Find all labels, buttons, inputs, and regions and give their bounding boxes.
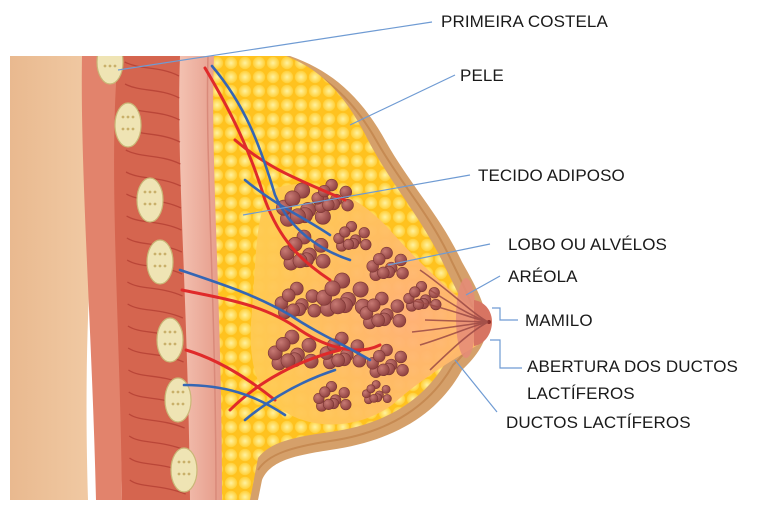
label-abertura-line2: LACTÍFEROS <box>527 384 635 404</box>
label-ductos-lactiferos: DUCTOS LACTÍFEROS <box>506 413 691 433</box>
label-areola: ARÉOLA <box>508 267 578 287</box>
leader-mamilo <box>492 308 518 320</box>
rib <box>171 448 197 492</box>
rib <box>147 240 173 284</box>
label-lobo-ou-alvelos: LOBO OU ALVÉLOS <box>508 235 667 255</box>
rib <box>157 318 183 362</box>
label-tecido-adiposo: TECIDO ADIPOSO <box>478 166 625 186</box>
label-primeira-costela: PRIMEIRA COSTELA <box>441 12 608 32</box>
label-abertura-line1: ABERTURA DOS DUCTOS <box>527 357 738 377</box>
rib <box>137 178 163 222</box>
leader-pele <box>350 75 455 125</box>
rib <box>115 103 141 147</box>
label-pele: PELE <box>460 66 504 86</box>
leader-ductos <box>455 360 497 412</box>
label-mamilo: MAMILO <box>525 311 593 331</box>
leader-abertura <box>490 340 522 368</box>
